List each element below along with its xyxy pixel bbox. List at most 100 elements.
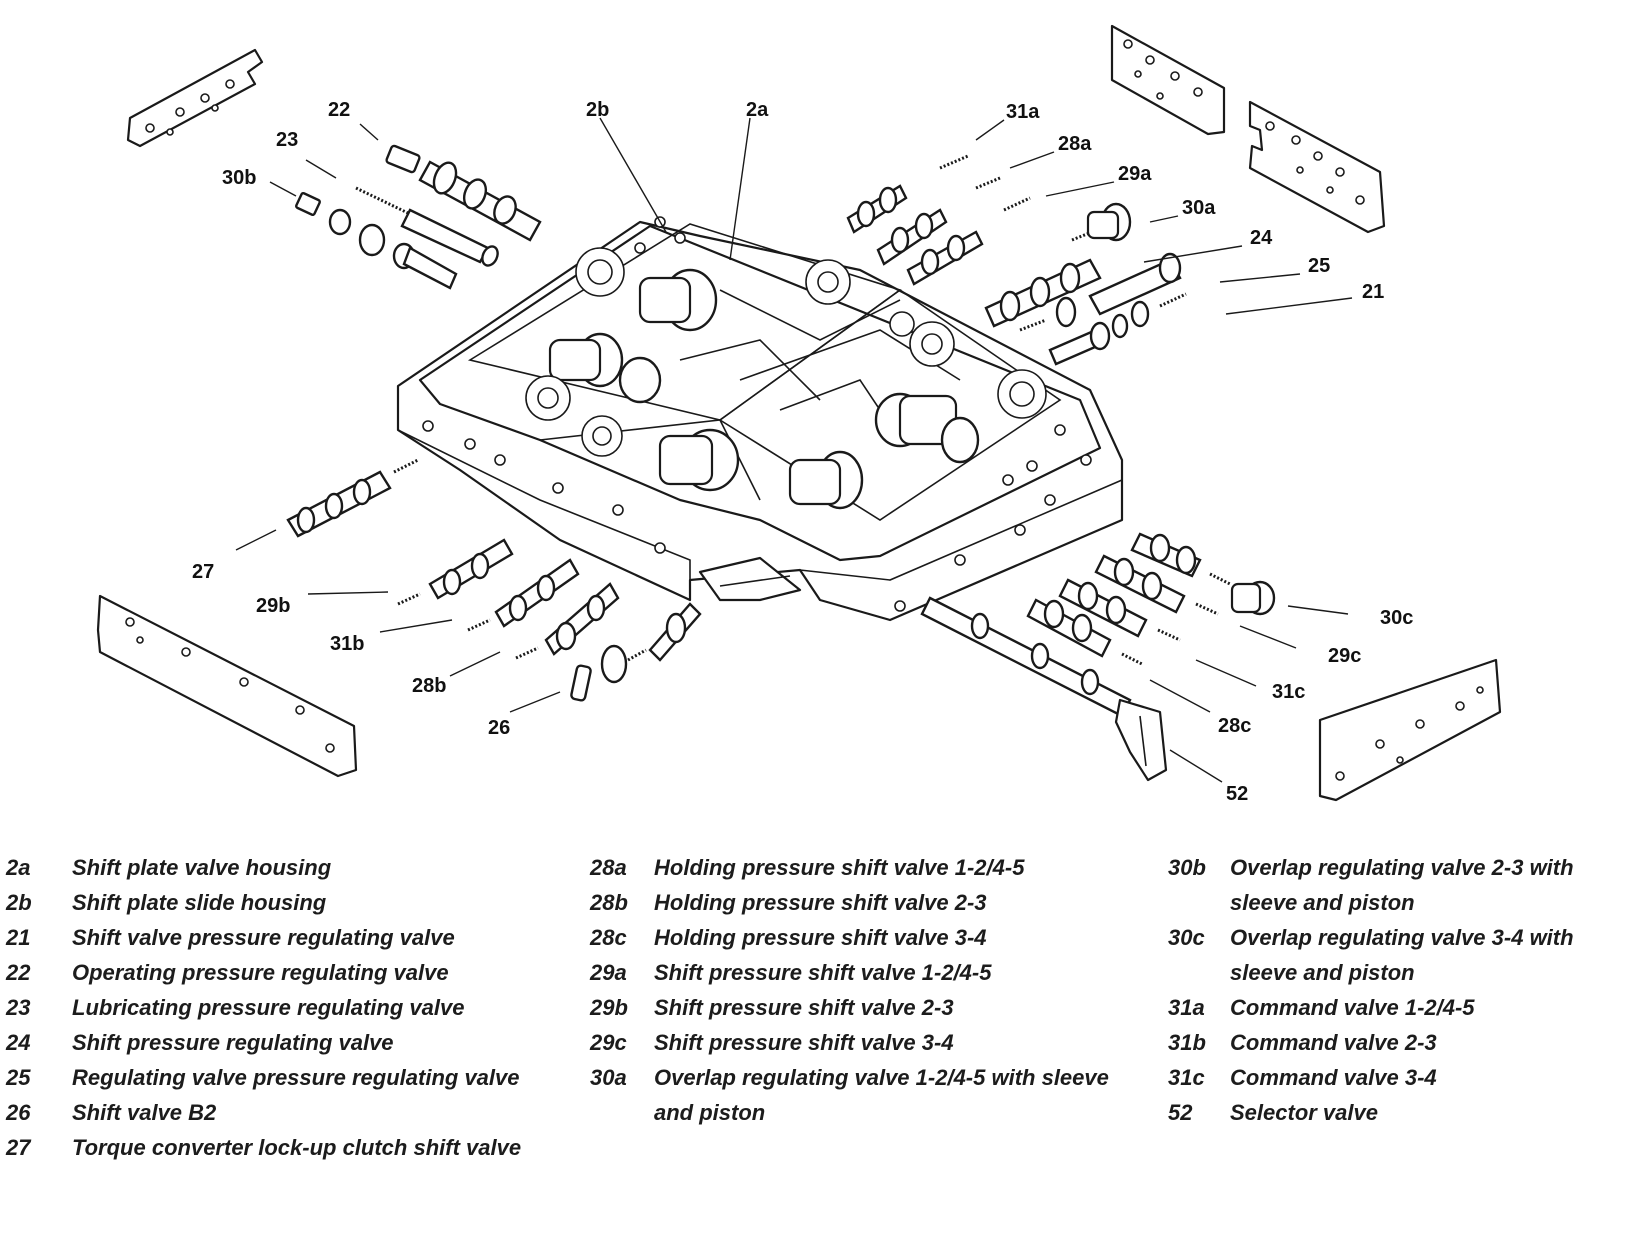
callout-31a: 31a — [1006, 101, 1040, 123]
valve-27-torque-converter-lockup — [286, 458, 419, 538]
legend-code: 25 — [6, 1065, 31, 1090]
legend-text: Overlap regulating valve 1-2/4-5 with sl… — [654, 1065, 1109, 1125]
callout-23: 23 — [276, 129, 298, 151]
legend-item: 52 Selector valve — [1168, 1095, 1638, 1130]
legend-text: Holding pressure shift valve 1-2/4-5 — [654, 855, 1025, 880]
legend-code: 21 — [6, 925, 31, 950]
callout-21: 21 — [1362, 281, 1384, 303]
callout-29c: 29c — [1328, 645, 1361, 667]
callout-29a: 29a — [1118, 163, 1152, 185]
callout-26: 26 — [488, 717, 510, 739]
legend-code: 28a — [590, 855, 627, 880]
valve-22-operating-pressure — [385, 144, 542, 242]
legend-code: 28c — [590, 925, 627, 950]
legend-item: 29a Shift pressure shift valve 1-2/4-5 — [590, 955, 1110, 990]
legend-item: 27 Torque converter lock-up clutch shift … — [6, 1130, 536, 1165]
legend-text: Holding pressure shift valve 3-4 — [654, 925, 987, 950]
legend-item: 28c Holding pressure shift valve 3-4 — [590, 920, 1110, 955]
legend-text: Shift pressure regulating valve — [72, 1030, 394, 1055]
legend-text: Shift valve pressure regulating valve — [72, 925, 455, 950]
legend-code: 2a — [6, 855, 31, 880]
legend-code: 23 — [6, 995, 31, 1020]
legend-item: 30c Overlap regulating valve 3-4 with sle… — [1168, 920, 1638, 990]
legend-item: 29c Shift pressure shift valve 3-4 — [590, 1025, 1110, 1060]
legend-code: 30c — [1168, 925, 1205, 950]
legend-code: 29c — [590, 1030, 627, 1055]
callout-30b: 30b — [222, 167, 256, 189]
valve-29a-shift-pressure — [906, 196, 1031, 286]
valve-31b-command — [467, 558, 580, 632]
legend-item: 26 Shift valve B2 — [6, 1095, 536, 1130]
legend-code: 30b — [1168, 855, 1206, 880]
legend-text: Overlap regulating valve 3-4 with sleeve… — [1230, 925, 1574, 985]
valve-24-shift-pressure-regulating — [984, 258, 1102, 328]
legend-text: Operating pressure regulating valve — [72, 960, 449, 985]
valve-30a-overlap-regulating — [1071, 202, 1132, 242]
valve-31c-command — [1058, 578, 1181, 642]
legend-text: Shift plate valve housing — [72, 855, 332, 880]
legend-code: 31a — [1168, 995, 1205, 1020]
callout-29b: 29b — [256, 595, 290, 617]
legend-text: Holding pressure shift valve 2-3 — [654, 890, 987, 915]
legend-item: 21 Shift valve pressure regulating valve — [6, 920, 536, 955]
legend-text: Command valve 2-3 — [1230, 1030, 1437, 1055]
valve-29b-shift-pressure — [397, 538, 514, 606]
callout-30c: 30c — [1380, 607, 1413, 629]
legend-item: 28b Holding pressure shift valve 2-3 — [590, 885, 1110, 920]
callout-22: 22 — [328, 99, 350, 121]
legend-text: Regulating valve pressure regulating val… — [72, 1065, 520, 1090]
legend-item: 28a Holding pressure shift valve 1-2/4-5 — [590, 850, 1110, 885]
legend-code: 52 — [1168, 1100, 1193, 1125]
legend-code: 27 — [6, 1135, 31, 1160]
cover-plate-top-left — [126, 48, 264, 148]
valve-25-regulating-valve-pressure — [1019, 252, 1182, 332]
legend-code: 26 — [6, 1100, 31, 1125]
legend-item: 25 Regulating valve pressure regulating v… — [6, 1060, 536, 1095]
legend-item: 31b Command valve 2-3 — [1168, 1025, 1638, 1060]
legend-text: Shift pressure shift valve 3-4 — [654, 1030, 954, 1055]
legend-code: 29b — [590, 995, 628, 1020]
legend-text: Selector valve — [1230, 1100, 1378, 1125]
legend-code: 28b — [590, 890, 628, 915]
cover-plate-top-right-a — [1110, 24, 1226, 136]
cover-plate-bottom-right — [1318, 658, 1502, 802]
callout-27: 27 — [192, 561, 214, 583]
legend-item: 2a Shift plate valve housing — [6, 850, 536, 885]
valve-21-shift-valve-pressure-regulating — [1048, 292, 1187, 366]
callout-24: 24 — [1250, 227, 1273, 249]
callout-31c: 31c — [1272, 681, 1305, 703]
valve-52-selector — [920, 596, 1168, 782]
legend-code: 31b — [1168, 1030, 1206, 1055]
valve-28a-holding-pressure — [876, 176, 1001, 266]
valve-28b-holding-pressure — [515, 582, 620, 660]
callout-30a: 30a — [1182, 197, 1216, 219]
callout-28c: 28c — [1218, 715, 1251, 737]
callout-52: 52 — [1226, 783, 1248, 805]
legend-text: Shift plate slide housing — [72, 890, 327, 915]
callout-28b: 28b — [412, 675, 446, 697]
valve-30c-overlap-regulating — [1130, 532, 1276, 616]
legend-text: Command valve 3-4 — [1230, 1065, 1437, 1090]
legend-text: Shift valve B2 — [72, 1100, 217, 1125]
cover-plate-top-right-b — [1248, 100, 1386, 234]
legend-text: Shift pressure shift valve 1-2/4-5 — [654, 960, 992, 985]
legend-code: 29a — [590, 960, 627, 985]
valve-29c-shift-pressure — [1094, 554, 1219, 616]
callout-28a: 28a — [1058, 133, 1092, 155]
exploded-valve-body-diagram: 22 23 30b 2b 2a 31a 28a 29a 30a 24 25 21… — [96, 24, 1502, 805]
leader-lines — [235, 117, 1353, 783]
legend-text: Torque converter lock-up clutch shift va… — [72, 1135, 522, 1160]
valve-28c-holding-pressure — [1026, 598, 1143, 666]
